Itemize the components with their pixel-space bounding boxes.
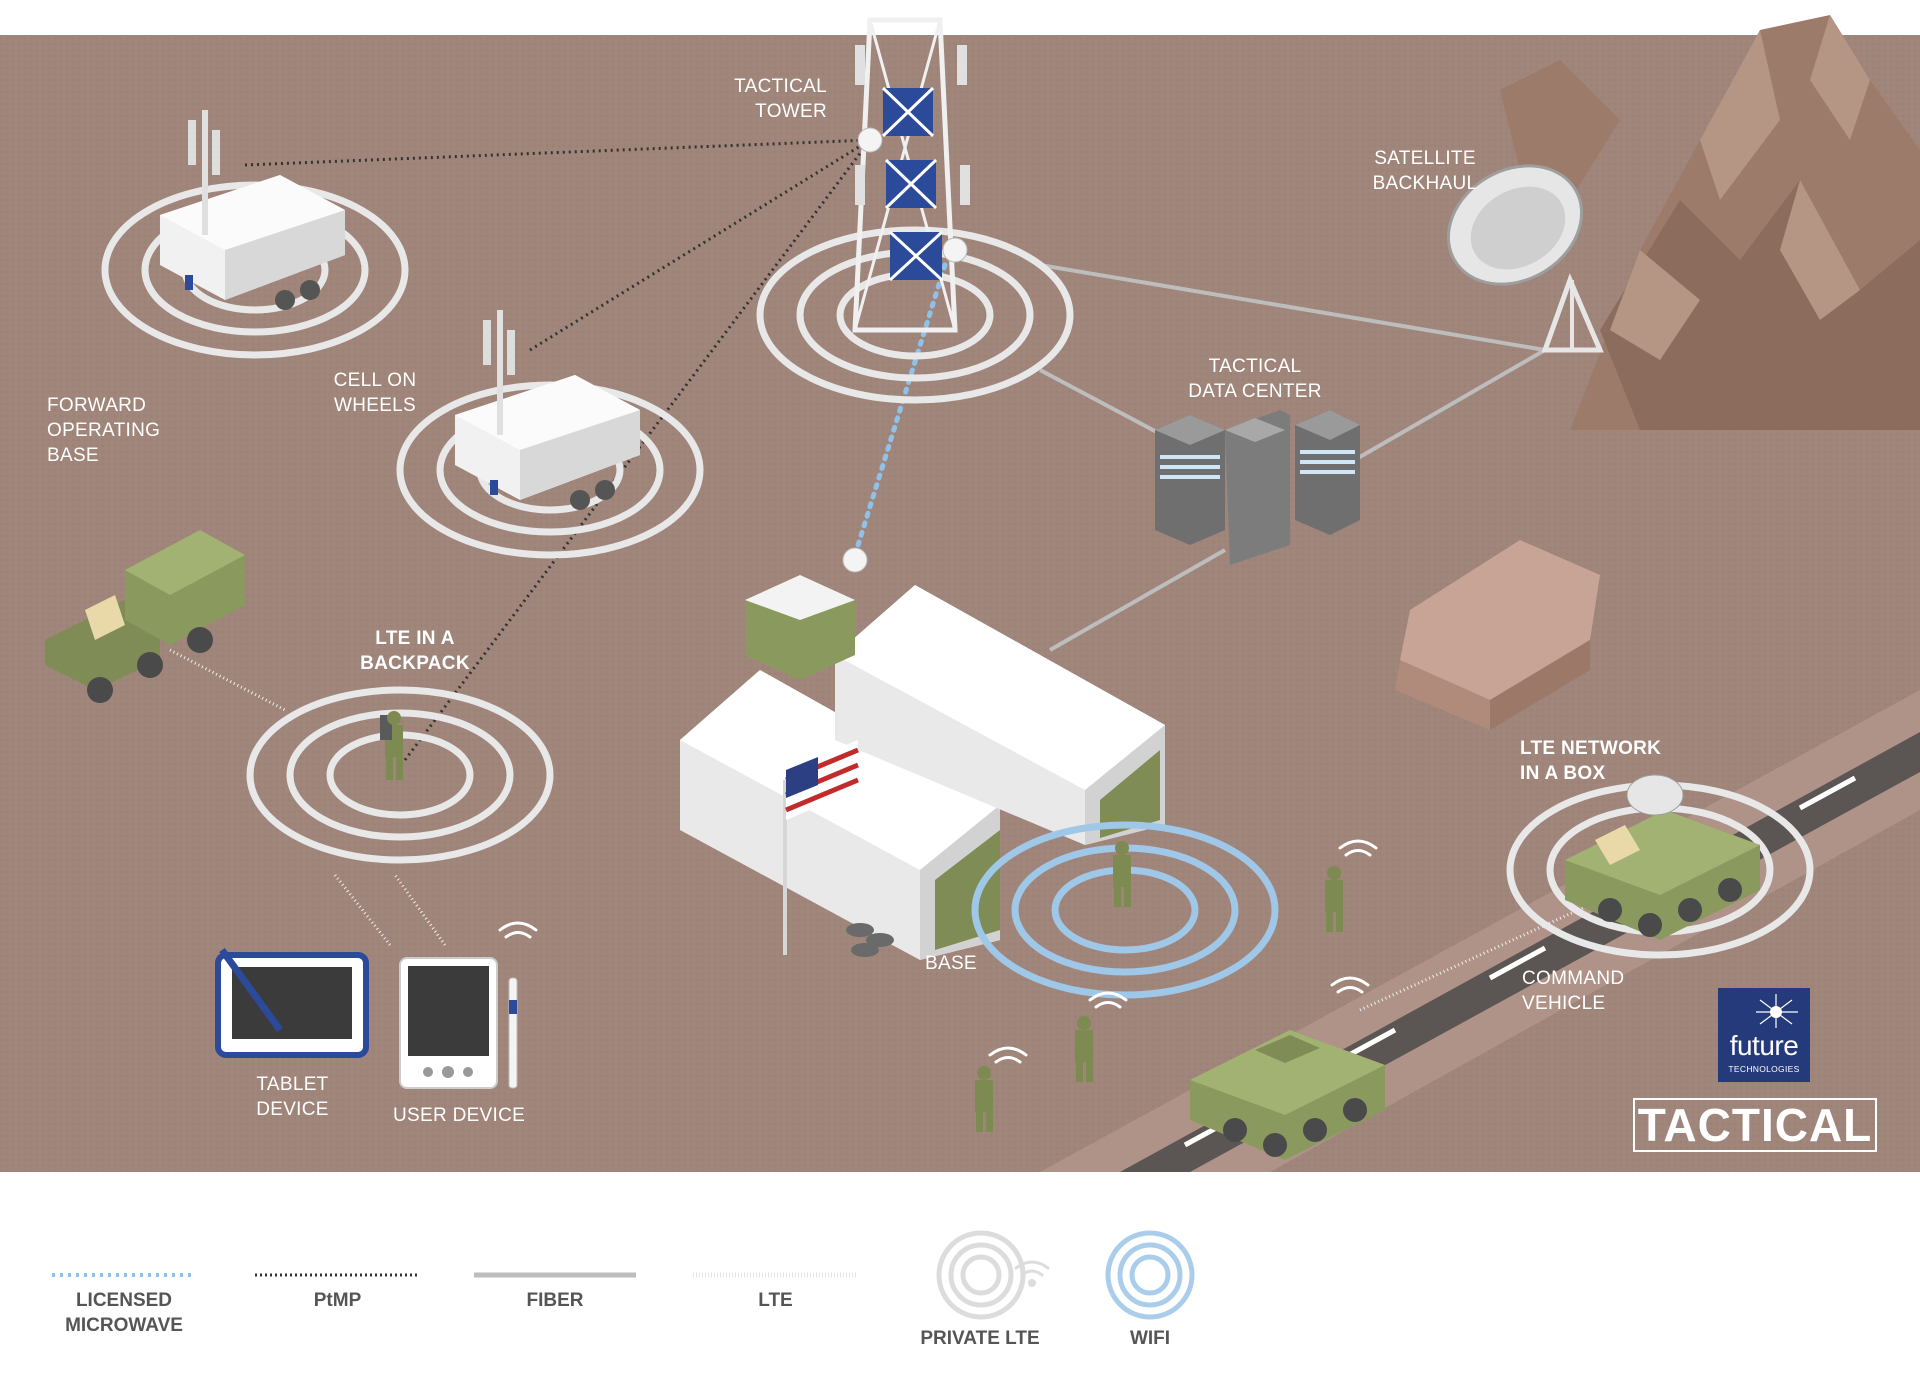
microwave-link <box>852 262 948 558</box>
label-line: WHEELS <box>333 395 417 416</box>
cell-tower-icon <box>852 17 970 333</box>
logo-subtext: TECHNOLOGIES <box>1728 1064 1800 1074</box>
mountain-icon <box>1500 15 1920 430</box>
label-tactical-tower: TACTICAL TOWER <box>720 74 827 124</box>
label-line: TABLET <box>256 1074 329 1095</box>
truck-icon <box>45 530 245 703</box>
label-base: BASE <box>925 953 977 974</box>
lte-links <box>169 648 1601 1012</box>
trailer-icon <box>160 110 345 310</box>
label-line: VEHICLE <box>1522 993 1606 1014</box>
label-line: LTE NETWORK <box>1520 738 1662 759</box>
soldier-icon <box>380 711 403 780</box>
trailer-icon <box>455 310 640 510</box>
label-line: COMMAND <box>1522 968 1625 989</box>
label-line: BACKHAUL <box>1372 173 1478 194</box>
satellite-dish-icon <box>1446 164 1604 353</box>
label-line: IN A BOX <box>1520 763 1606 784</box>
armored-vehicle-icon <box>1190 1030 1385 1160</box>
label-line: BASE <box>47 445 99 466</box>
label-line: BACKPACK <box>360 653 470 674</box>
private-lte-rings-backpack <box>246 686 554 864</box>
label-lte-in-a-backpack: LTE IN A BACKPACK <box>355 626 475 676</box>
label-tablet-device: TABLET DEVICE <box>245 1072 340 1122</box>
future-technologies-logo: future TECHNOLOGIES <box>1718 988 1810 1082</box>
legend-label-private-lte: PRIVATE LTE <box>920 1328 1040 1349</box>
soldier-icon <box>975 841 1343 1132</box>
legend-label-wifi: WIFI <box>1129 1328 1171 1349</box>
legend-label-ptmp: PtMP <box>313 1290 362 1311</box>
label-user-device: USER DEVICE <box>393 1105 526 1126</box>
tablet-icon <box>215 947 369 1058</box>
label-tactical-data-center: TACTICAL DATA CENTER <box>1185 354 1325 404</box>
label-line: FORWARD <box>47 395 147 416</box>
sunburst-icon <box>1756 994 1798 1028</box>
logo-wordmark: future <box>1729 1030 1799 1061</box>
label-line: CELL ON <box>333 370 417 391</box>
legend-label-fiber: FIBER <box>526 1290 584 1311</box>
armored-vehicle-icon <box>1565 774 1760 940</box>
label-line: TACTICAL <box>1208 356 1302 377</box>
label-line: MICROWAVE <box>65 1315 183 1336</box>
label-line: DATA CENTER <box>1188 381 1322 402</box>
label-command-vehicle: COMMAND VEHICLE <box>1522 966 1624 1016</box>
server-rack-icon <box>1155 410 1360 565</box>
label-lte-network-in-a-box: LTE NETWORK IN A BOX <box>1520 736 1661 786</box>
legend-label-licensed-microwave: LICENSED MICROWAVE <box>44 1288 204 1338</box>
wifi-icon <box>1014 1260 1050 1287</box>
label-line: TACTICAL <box>734 76 827 97</box>
hangar-icon <box>680 547 1165 960</box>
legend <box>52 1230 1195 1320</box>
ptmp-links <box>244 138 872 761</box>
tactical-title: TACTICAL <box>1633 1098 1877 1152</box>
flag-icon <box>785 740 859 820</box>
legend-label-lte: LTE <box>758 1290 793 1311</box>
label-line: LICENSED <box>75 1290 173 1311</box>
label-cell-on-wheels: CELL ON WHEELS <box>320 368 430 418</box>
legend-private-lte-swatch <box>936 1230 1026 1320</box>
label-satellite-backhaul: SATELLITE BACKHAUL <box>1360 146 1490 196</box>
label-line: LTE IN A <box>375 628 455 649</box>
wifi-icon <box>498 839 1378 1064</box>
label-line: OPERATING <box>47 420 161 441</box>
label-line: SATELLITE <box>1374 148 1476 169</box>
label-line: DEVICE <box>256 1099 329 1120</box>
tablet-icon <box>399 957 518 1089</box>
mesa-rock <box>1395 540 1600 730</box>
label-forward-operating-base: FORWARD OPERATING BASE <box>47 393 160 468</box>
label-line: TOWER <box>755 101 827 122</box>
legend-wifi-swatch <box>1105 1230 1195 1320</box>
